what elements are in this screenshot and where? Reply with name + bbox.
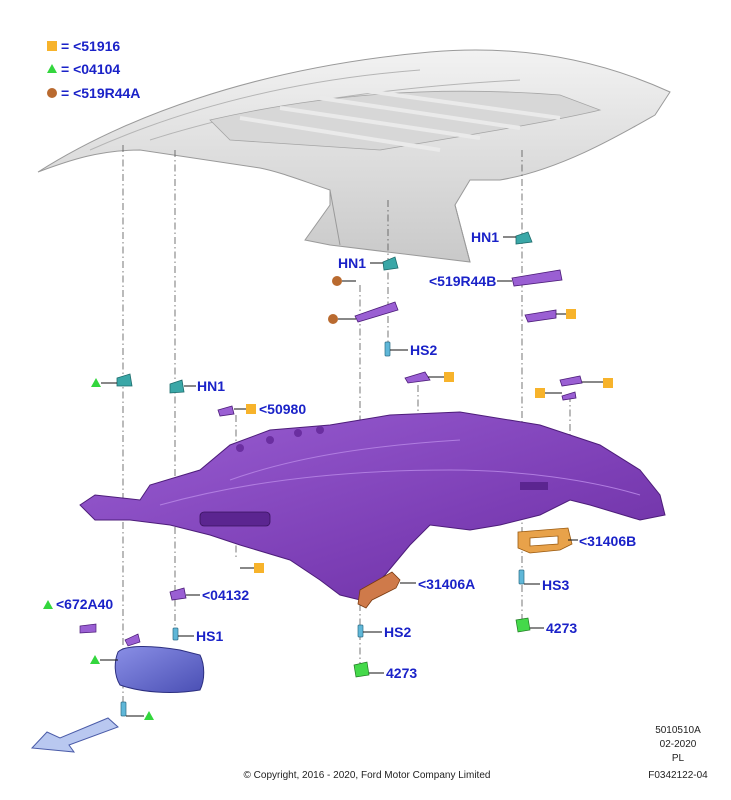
callouts: HN1 HN1 <519R44B HS2 HN1 <50980 <31406B … <box>56 229 636 681</box>
diagram-region: PL <box>672 753 685 764</box>
circle-marker-icon <box>332 276 342 286</box>
callout-31406a: <31406A <box>418 576 475 592</box>
square-marker-icon <box>566 309 576 319</box>
hn1-clip-left <box>169 379 185 394</box>
roof-panel <box>37 49 671 263</box>
callout-hs2-upper: HS2 <box>410 342 437 358</box>
callout-519r44b: <519R44B <box>429 273 496 289</box>
callout-hs3: HS3 <box>542 577 569 593</box>
purple-brackets <box>169 269 583 601</box>
square-marker-icon <box>603 378 613 388</box>
part-markers <box>43 276 613 720</box>
callout-hn1-right: HN1 <box>471 229 499 245</box>
legend: = <51916 = <04104 = <519R44A <box>47 38 140 101</box>
leader-lines <box>178 236 578 674</box>
square-marker-icon <box>254 563 264 573</box>
triangle-marker-icon <box>90 655 100 664</box>
grab-handle-31406a <box>357 571 401 609</box>
callout-4273-middle: 4273 <box>386 665 417 681</box>
callout-31406b: <31406B <box>579 533 636 549</box>
square-marker-icon <box>535 388 545 398</box>
callout-hn1-middle: HN1 <box>338 255 366 271</box>
figure-id: F0342122-04 <box>648 770 708 781</box>
headliner <box>79 411 666 601</box>
direction-arrow-icon <box>30 717 119 753</box>
legend-item-51916: = <51916 <box>61 38 120 54</box>
legend-item-04104: = <04104 <box>61 61 120 77</box>
callout-04132: <04132 <box>202 587 249 603</box>
callout-50980: <50980 <box>259 401 306 417</box>
diagram-code: 5010510A <box>655 725 701 736</box>
hn1-clip-middle <box>382 256 399 271</box>
triangle-marker-icon <box>43 600 53 609</box>
triangle-swatch-icon <box>47 64 57 73</box>
callout-hn1-left: HN1 <box>197 378 225 394</box>
callout-4273-right: 4273 <box>546 620 577 636</box>
square-marker-icon <box>246 404 256 414</box>
clip-far-left <box>116 373 133 387</box>
hn1-clip-right <box>515 231 533 245</box>
callout-672a40: <672A40 <box>56 596 113 612</box>
square-marker-icon <box>444 372 454 382</box>
grab-handle-31406b <box>517 527 573 554</box>
legend-item-519r44a: = <519R44A <box>61 85 140 101</box>
screws <box>120 341 525 717</box>
circle-swatch-icon <box>47 88 57 98</box>
footer: 5010510A 02-2020 PL © Copyright, 2016 - … <box>244 725 709 781</box>
square-swatch-icon <box>47 41 57 51</box>
callout-hs2-lower: HS2 <box>384 624 411 640</box>
callout-hs1: HS1 <box>196 628 223 644</box>
retainers-4273 <box>353 617 531 678</box>
circle-marker-icon <box>328 314 338 324</box>
triangle-marker-icon <box>91 378 101 387</box>
diagram-date: 02-2020 <box>660 739 697 750</box>
copyright-notice: © Copyright, 2016 - 2020, Ford Motor Com… <box>244 770 491 781</box>
sun-visor <box>79 623 205 693</box>
triangle-marker-icon <box>144 711 154 720</box>
